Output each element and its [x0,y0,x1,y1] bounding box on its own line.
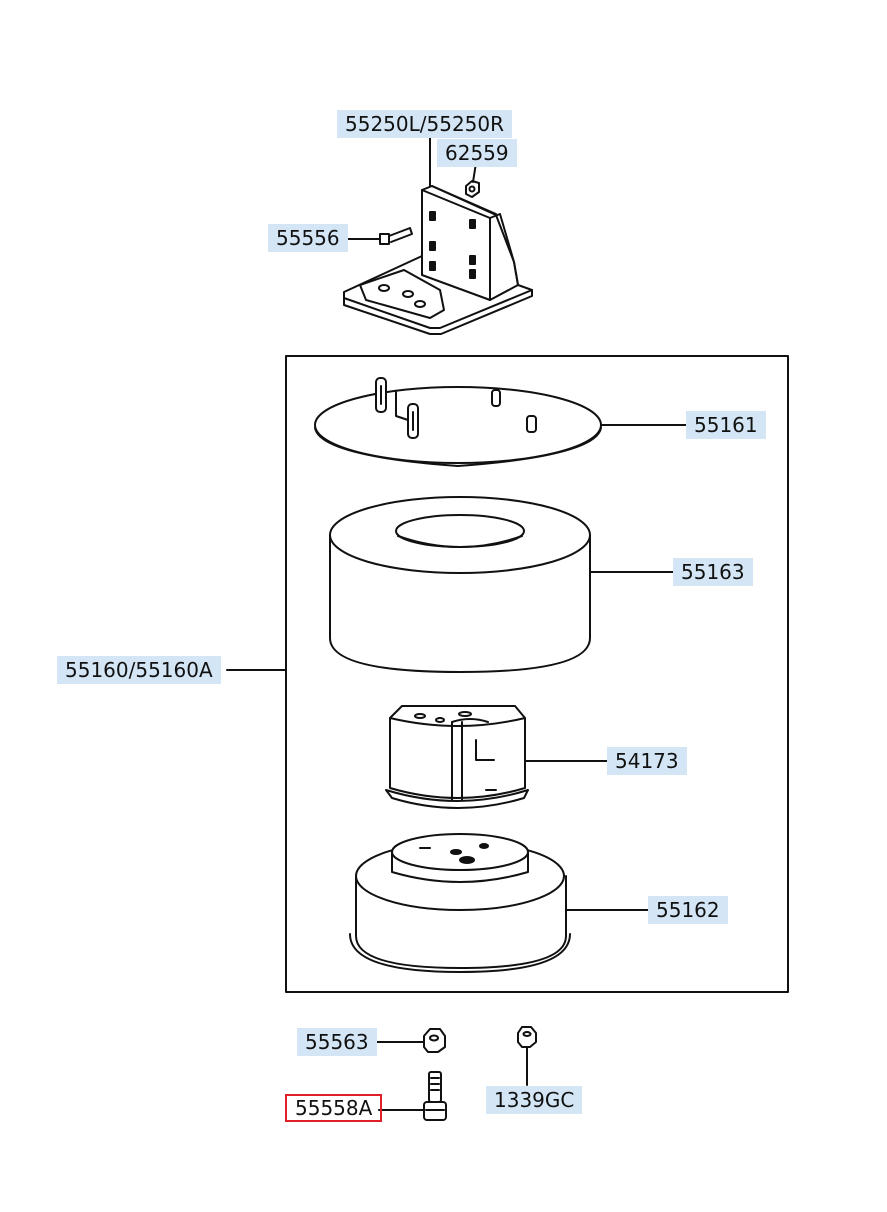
bolt-55556-part[interactable] [379,227,413,245]
plate-55161-part[interactable] [314,377,602,467]
nut-62559-part[interactable] [465,180,480,198]
cup-55162-part[interactable] [349,833,571,973]
bracket-part[interactable] [343,185,533,335]
label-55162[interactable]: 55162 [648,896,728,924]
label-55163[interactable]: 55163 [673,558,753,586]
label-62559[interactable]: 62559 [437,139,517,167]
ring-55163-part[interactable] [329,496,591,673]
label-55250l-55250r[interactable]: 55250L/55250R [337,110,513,138]
label-1339gc[interactable]: 1339GC [486,1086,583,1114]
assembly-frame [285,355,789,993]
label-55556[interactable]: 55556 [268,224,348,252]
label-55558a-selected[interactable]: 55558A [285,1094,383,1122]
bushing-54173-part[interactable] [385,705,529,809]
label-55160-55160a[interactable]: 55160/55160A [57,656,221,684]
label-55161[interactable]: 55161 [686,411,766,439]
label-54173[interactable]: 54173 [607,747,687,775]
stud-55558a-part[interactable] [423,1071,447,1121]
label-55563[interactable]: 55563 [297,1028,377,1056]
nut-1339gc-part[interactable] [517,1026,537,1048]
nut-55563-part[interactable] [423,1028,446,1053]
